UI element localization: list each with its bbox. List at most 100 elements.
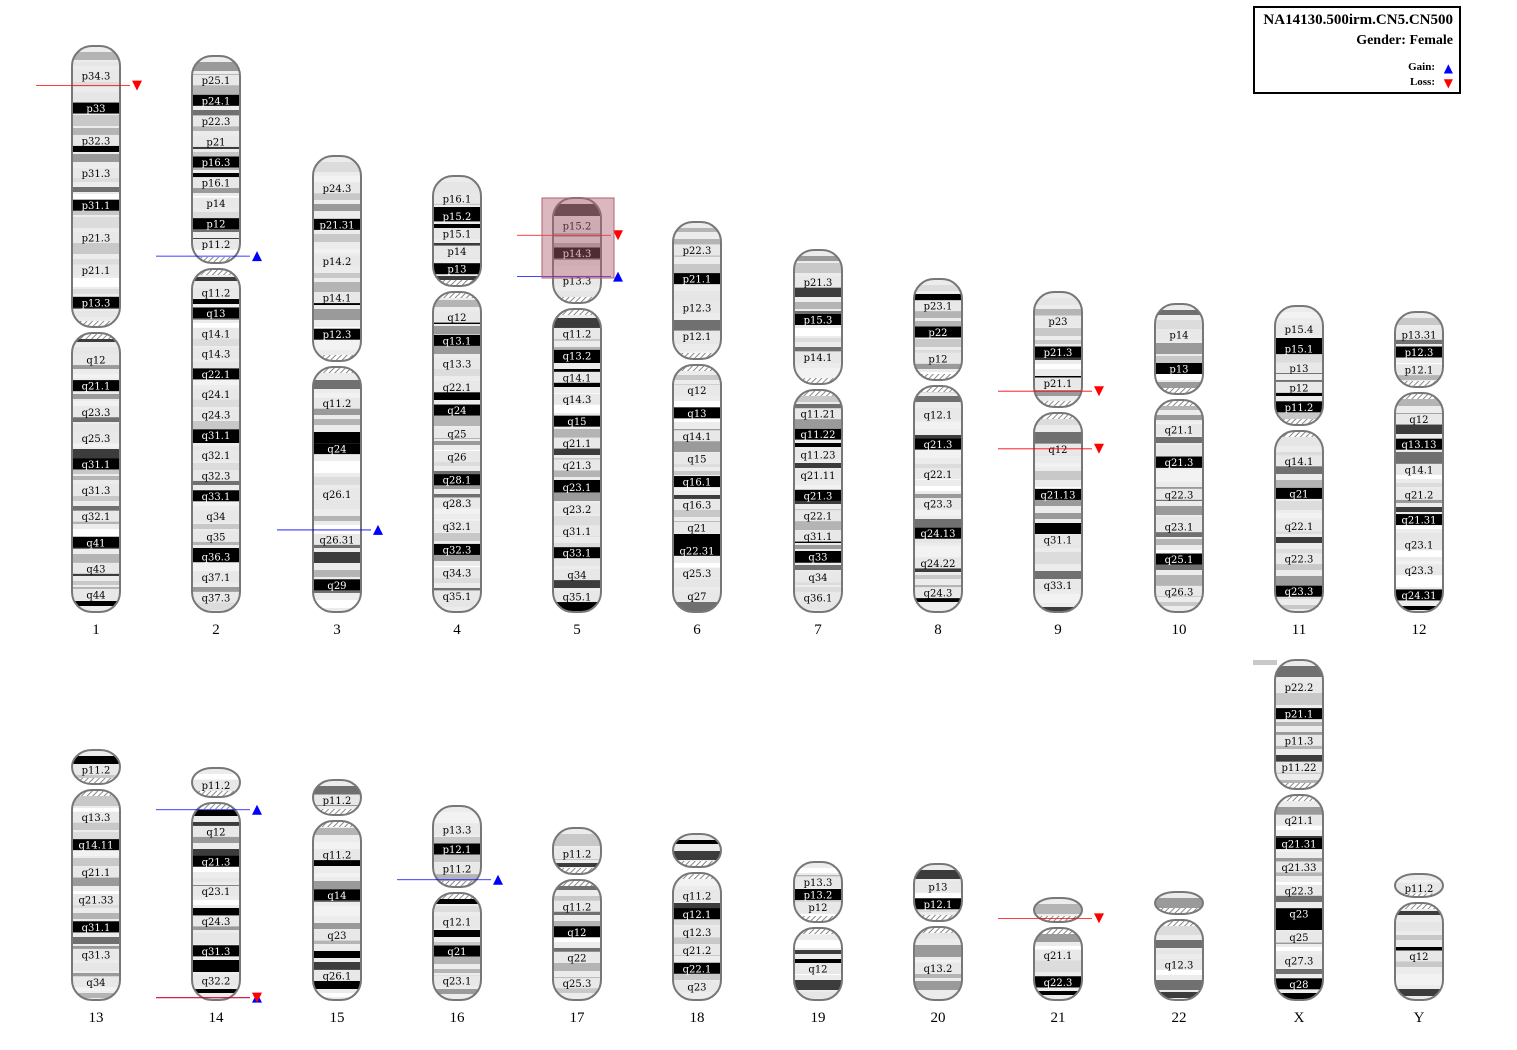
gain-triangle-icon[interactable] bbox=[373, 524, 383, 535]
band-label-p: p21.3 bbox=[82, 234, 111, 245]
chromosome-6[interactable]: p22.3p21.1p12.3p12.1q12q13q14.1q15q16.1q… bbox=[672, 221, 722, 638]
gain-triangle-icon[interactable] bbox=[252, 804, 262, 815]
chromosome-4[interactable]: p16.1p15.2p15.1p14p13q12q13.1q13.3q22.1q… bbox=[432, 175, 482, 638]
chromosome-11[interactable]: p15.4p15.1p13p12p11.2q14.1q21q22.1q22.3q… bbox=[1274, 305, 1324, 638]
chromosome-5[interactable]: p15.2p14.3p13.3q11.2q13.2q14.1q14.3q15q2… bbox=[517, 197, 623, 638]
band-label-q: q13 bbox=[206, 309, 225, 320]
band-label-q: q24.13 bbox=[920, 529, 955, 540]
chromosome-label: 19 bbox=[811, 1010, 826, 1026]
loss-triangle-icon[interactable] bbox=[252, 992, 262, 1003]
loss-triangle-icon[interactable] bbox=[613, 230, 623, 241]
p-arm-outline bbox=[1274, 305, 1324, 426]
band-label-p: p13.3 bbox=[563, 277, 592, 288]
band-label-q: q24.1 bbox=[202, 390, 231, 401]
q-arm-outline bbox=[191, 802, 241, 1001]
band-stripes bbox=[794, 250, 842, 612]
band-label-q: q31.1 bbox=[1044, 536, 1073, 547]
band-stripes bbox=[553, 198, 601, 612]
chromosome-12[interactable]: p13.31p12.3p12.1q12q13.13q14.1q21.2q21.3… bbox=[1394, 311, 1444, 638]
band-label-p: p13.3 bbox=[443, 825, 472, 836]
band-label-q: q21.33 bbox=[1281, 863, 1316, 874]
chromosome-7[interactable]: p21.3p15.3p14.1q11.21q11.22q11.23q21.11q… bbox=[793, 249, 843, 638]
chromosome-X[interactable]: p22.2p21.1p11.3p11.22q21.1q21.31q21.33q2… bbox=[1274, 659, 1324, 1026]
band-label-p: p12.1 bbox=[443, 845, 472, 856]
band-label-q: q37.1 bbox=[202, 573, 231, 584]
band-label-q: q21 bbox=[447, 947, 466, 958]
band-label-q: q22.3 bbox=[1285, 886, 1314, 897]
band-label-q: q12 bbox=[567, 928, 586, 939]
band-label-p: p11.2 bbox=[1405, 884, 1434, 895]
p-arm-outline bbox=[1154, 303, 1204, 395]
band-stripes bbox=[1155, 892, 1203, 1000]
band-label-p: p34.3 bbox=[82, 72, 111, 83]
band-label-q: q11.2 bbox=[323, 851, 352, 862]
band-label-q: q31.3 bbox=[82, 950, 111, 961]
band-label-q: q21.1 bbox=[1285, 816, 1314, 827]
band-stripes bbox=[1395, 312, 1443, 612]
gain-triangle-icon[interactable] bbox=[613, 271, 623, 282]
band-label-p: p21.31 bbox=[319, 220, 354, 231]
band-label-q: q22.1 bbox=[804, 512, 833, 523]
chromosome-label: 1 bbox=[92, 622, 100, 638]
band-label-q: q28.3 bbox=[443, 499, 472, 510]
band-label-q: q26 bbox=[447, 453, 466, 464]
band-label-q: q22 bbox=[567, 953, 586, 964]
chromosome-2[interactable]: p25.1p24.1p22.3p21p16.3p16.1p14p12p11.2q… bbox=[156, 55, 262, 638]
chromosome-1[interactable]: p34.3p33p32.3p31.3p31.1p21.3p21.1p13.3q1… bbox=[36, 45, 142, 638]
p-arm-outline bbox=[672, 221, 722, 360]
band-label-q: q23.3 bbox=[82, 408, 111, 419]
q-arm-outline bbox=[793, 389, 843, 613]
p-arm-outline bbox=[1033, 897, 1083, 923]
band-label-p: p21.1 bbox=[82, 266, 111, 277]
gain-triangle-icon[interactable] bbox=[493, 874, 503, 885]
band-label-q: q26.1 bbox=[323, 971, 352, 982]
band-label-q: q33.1 bbox=[1044, 581, 1073, 592]
band-label-q: q35 bbox=[206, 532, 225, 543]
band-label-q: q22.1 bbox=[202, 370, 231, 381]
band-label-q: q25.1 bbox=[1165, 555, 1194, 566]
p-arm-outline bbox=[552, 827, 602, 875]
band-label-q: q29 bbox=[327, 581, 346, 592]
band-label-p: p13.31 bbox=[1401, 330, 1436, 341]
band-label-p: p12.3 bbox=[1405, 348, 1434, 359]
chromosome-label: 11 bbox=[1292, 622, 1306, 638]
band-label-p: p23 bbox=[1048, 317, 1067, 328]
selection-highlight[interactable] bbox=[541, 197, 615, 279]
chromosome-13[interactable]: p11.2q13.3q14.11q21.1q21.33q31.1q31.3q34… bbox=[71, 749, 121, 1026]
chromosome-3[interactable]: p24.3p21.31p14.2p14.1p12.3q11.2q24q26.1q… bbox=[277, 155, 383, 638]
band-label-p: p25.1 bbox=[202, 76, 231, 87]
chromosome-22[interactable]: q12.322 bbox=[1154, 891, 1204, 1026]
loss-triangle-icon[interactable] bbox=[1094, 386, 1104, 397]
chromosome-label: 21 bbox=[1051, 1010, 1066, 1026]
band-label-p: p13 bbox=[447, 265, 466, 276]
p-arm-outline bbox=[672, 833, 722, 868]
loss-triangle-icon[interactable] bbox=[132, 80, 142, 91]
p-arm-outline bbox=[1394, 311, 1444, 388]
band-label-p: p21 bbox=[206, 137, 225, 148]
band-label-p: p13.2 bbox=[804, 891, 833, 902]
loss-triangle-icon[interactable] bbox=[1094, 913, 1104, 924]
band-label-p: p21.1 bbox=[1285, 710, 1314, 721]
chromosome-8[interactable]: p23.1p22p12q12.1q21.3q22.1q23.3q24.13q24… bbox=[913, 278, 963, 638]
band-label-q: q14.3 bbox=[202, 350, 231, 361]
chromosome-label: 2 bbox=[212, 622, 220, 638]
loss-triangle-icon[interactable] bbox=[1094, 443, 1104, 454]
gain-triangle-icon[interactable] bbox=[252, 251, 262, 262]
band-label-q: q31.1 bbox=[202, 431, 231, 442]
band-label-p: p21.1 bbox=[683, 275, 712, 286]
band-label-p: p12 bbox=[808, 903, 827, 914]
band-label-q: q25.3 bbox=[683, 569, 712, 580]
band-label-p: p13.3 bbox=[82, 298, 111, 309]
band-label-q: q14.1 bbox=[683, 432, 712, 443]
